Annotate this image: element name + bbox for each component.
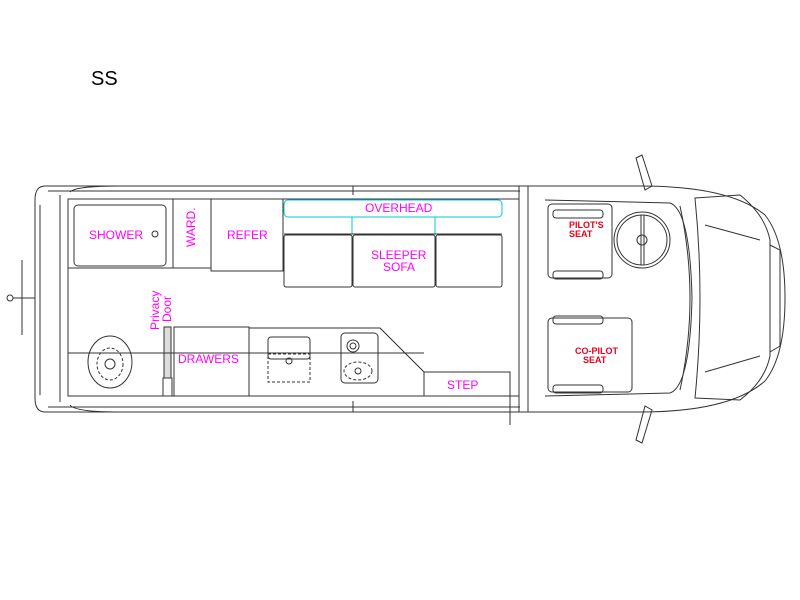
label-copilot-seat: SEAT bbox=[583, 355, 607, 365]
label-door: Door bbox=[160, 296, 174, 322]
label-drawers: DRAWERS bbox=[178, 352, 239, 366]
copilot-seat bbox=[547, 315, 633, 394]
mirror-right-icon bbox=[635, 405, 653, 444]
sofa-cushion bbox=[352, 234, 436, 288]
pilot-seat bbox=[547, 203, 613, 280]
entry-step bbox=[423, 371, 511, 397]
hitch-icon bbox=[6, 294, 14, 302]
sofa-cushion bbox=[283, 234, 353, 288]
stove-icon bbox=[340, 332, 379, 384]
label-privacy: Privacy bbox=[148, 291, 162, 330]
label-refer: REFER bbox=[227, 228, 268, 242]
steering-wheel-icon bbox=[613, 211, 671, 269]
overhead-cabinet bbox=[283, 199, 503, 218]
toilet-icon bbox=[87, 335, 133, 389]
label-sofa: SOFA bbox=[383, 260, 415, 274]
refrigerator bbox=[210, 198, 284, 272]
floorplan-title: SS bbox=[91, 68, 118, 90]
label-pilot: PILOT'S bbox=[569, 220, 604, 230]
label-pilot-seat: SEAT bbox=[569, 229, 593, 239]
label-overhead: OVERHEAD bbox=[365, 201, 433, 215]
label-step: STEP bbox=[447, 378, 478, 392]
van-body-outline bbox=[34, 185, 786, 413]
label-wardrobe: WARD. bbox=[184, 207, 198, 247]
mirror-left-icon bbox=[635, 154, 653, 191]
shower-drain-icon bbox=[151, 230, 159, 238]
sink-icon bbox=[267, 336, 311, 383]
shower bbox=[73, 204, 167, 267]
label-shower: SHOWER bbox=[89, 228, 143, 242]
windshield bbox=[694, 194, 771, 401]
drawers bbox=[173, 326, 250, 397]
sofa-cushion bbox=[435, 234, 503, 288]
label-sleeper: SLEEPER bbox=[371, 248, 427, 262]
label-copilot: CO-PILOT bbox=[575, 346, 618, 356]
